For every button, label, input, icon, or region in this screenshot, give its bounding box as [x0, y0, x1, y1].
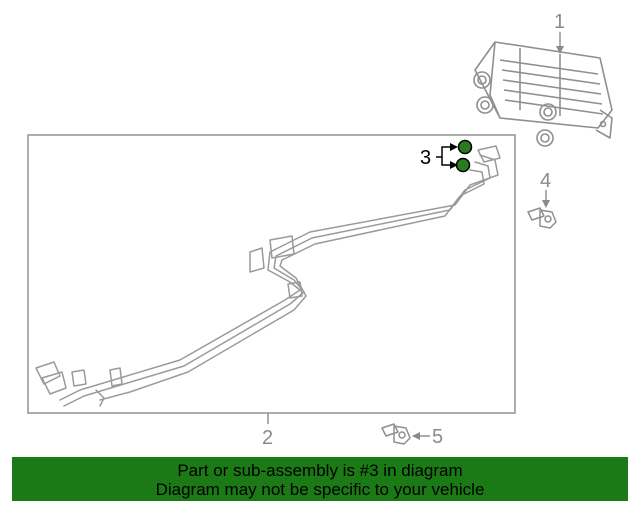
callout-3-bracket: [436, 146, 452, 166]
callout-2: 2: [262, 427, 273, 449]
leader-arrow-1: [556, 46, 564, 54]
callout-5: 5: [432, 426, 443, 448]
bolt-part-5[interactable]: [381, 423, 411, 445]
oil-cooler-part-1[interactable]: [473, 41, 613, 147]
callout-1: 1: [554, 11, 565, 33]
bolt-part-4[interactable]: [527, 207, 557, 229]
leader-arrow-5: [412, 432, 420, 440]
info-banner: Part or sub-assembly is #3 in diagram Di…: [12, 457, 628, 501]
callout-4: 4: [540, 170, 551, 192]
parts-diagram: 1 2 3 4: [27, 11, 613, 449]
leader-arrow-3a: [450, 143, 458, 151]
cooler-line-frame: [27, 134, 516, 414]
cooler-lines-part-2[interactable]: [35, 145, 501, 407]
leader-arrow-4: [542, 200, 550, 208]
banner-line-1: Part or sub-assembly is #3 in diagram: [177, 461, 463, 480]
banner-line-2: Diagram may not be specific to your vehi…: [155, 480, 485, 499]
callout-3: 3: [420, 147, 431, 169]
o-ring-seals-part-3[interactable]: [455, 139, 473, 173]
leader-arrow-3b: [450, 161, 458, 169]
